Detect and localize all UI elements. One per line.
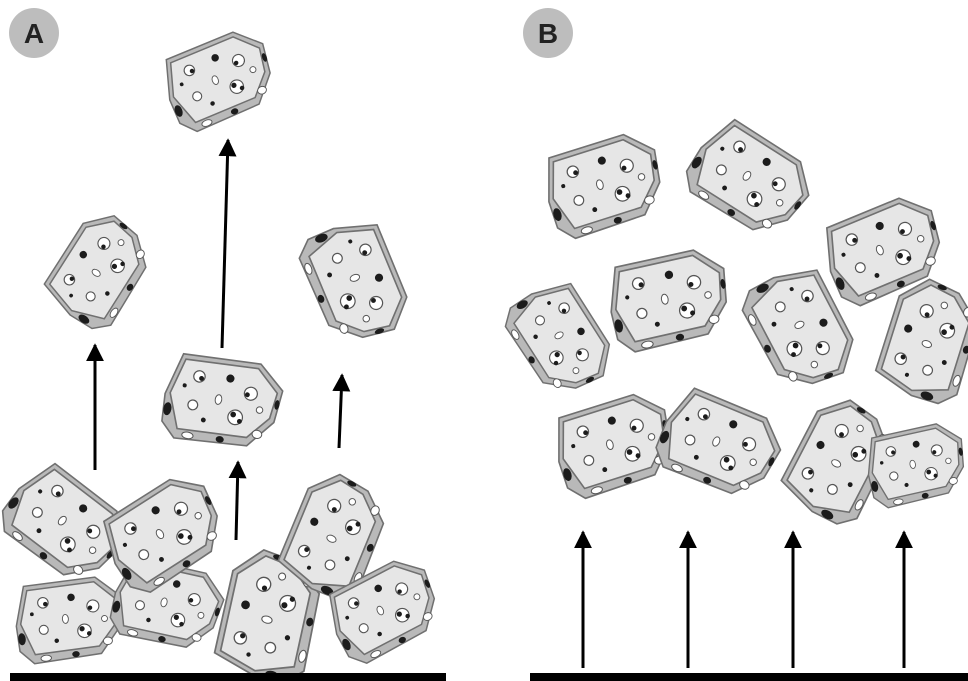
panel-b: B: [498, 8, 968, 681]
gas-distributor-plate: [530, 673, 968, 681]
arrow: [339, 375, 342, 448]
particle: [537, 128, 671, 243]
base-plate: [10, 673, 446, 681]
particle: [13, 575, 126, 665]
panel-a-badge: A: [9, 8, 59, 58]
panel-b-label: B: [538, 18, 558, 49]
particle: [648, 381, 790, 509]
arrow: [236, 462, 238, 540]
particle: [498, 273, 621, 406]
arrow: [222, 140, 228, 348]
panel-b-badge: B: [523, 8, 573, 58]
particle: [603, 246, 735, 355]
particle: [92, 467, 236, 601]
particle: [36, 204, 163, 338]
particle: [155, 24, 283, 137]
panel-a: A: [0, 8, 450, 681]
panel-a-label: A: [24, 18, 44, 49]
particle: [158, 349, 287, 455]
particle: [677, 111, 822, 249]
particle: [294, 213, 416, 351]
